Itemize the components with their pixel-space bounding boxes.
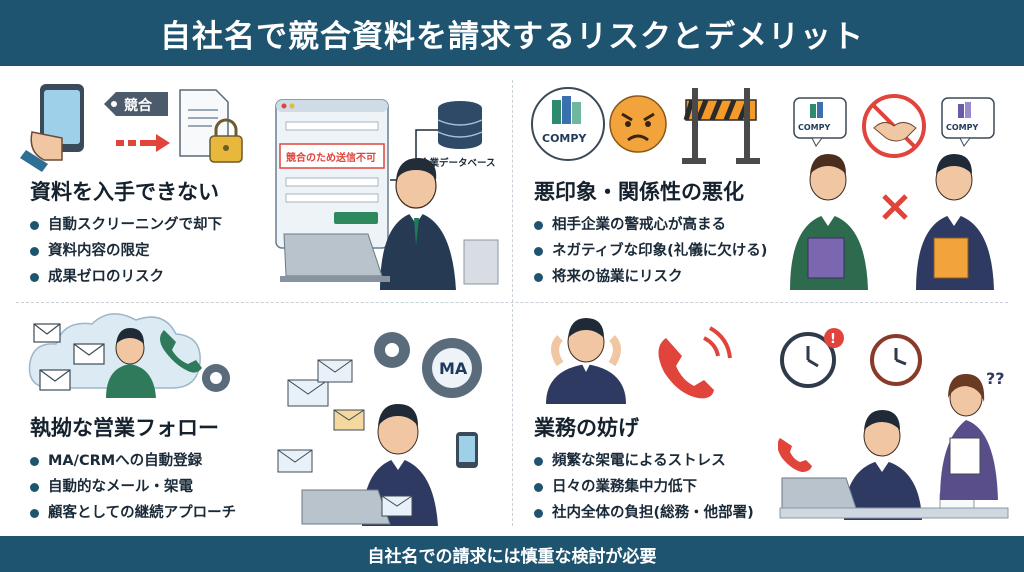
bullet-icon <box>534 508 543 518</box>
svg-text:MA: MA <box>439 359 468 378</box>
broken-handshake-illustration: COMPY COMPY <box>790 94 995 290</box>
bullet-icon <box>30 482 39 492</box>
ringing-phone-icon <box>778 438 812 472</box>
right-speech-bubble: COMPY <box>941 97 995 147</box>
cross-mark-icon <box>882 194 908 220</box>
list-item: 頻繁な架電によるストレス <box>534 448 754 474</box>
svg-text:競合: 競合 <box>124 97 153 114</box>
bullet-icon <box>534 482 543 492</box>
bullet-icon <box>534 220 543 230</box>
bullet-icon <box>534 246 543 256</box>
quadrant-work-disruption: ! ?? 業務の妨げ 頻繁な架電によるストレス 日々の業務集中力低下 <box>516 308 1012 532</box>
overwhelmed-ma-person-illustration: MA <box>277 332 482 526</box>
horizontal-divider <box>16 302 1008 303</box>
list-item: 自動的なメール・架電 <box>30 474 236 500</box>
quadrant-heading: 悪印象・関係性の悪化 <box>534 180 744 204</box>
form-window: 競合のため送信不可 <box>275 99 389 249</box>
list-item: 将来の協業にリスク <box>534 264 767 290</box>
bullet-icon <box>534 456 543 466</box>
compy-logo-icon: COMPY <box>531 87 605 161</box>
quadrant-heading: 資料を入手できない <box>30 180 219 204</box>
bullet-icon <box>30 272 39 282</box>
svg-text:競合のため送信不可: 競合のため送信不可 <box>286 151 376 164</box>
clock-icon: ! <box>780 328 844 388</box>
ma-gear-icon: MA <box>422 338 482 398</box>
footer-bar: 自社名での請求には慎重な検討が必要 <box>0 536 1024 572</box>
list-item: 社内全体の負担(総務・他部署) <box>534 500 754 526</box>
headache-person-icon <box>546 318 626 404</box>
arrow-icon <box>116 134 170 152</box>
list-item: MA/CRMへの自動登録 <box>30 448 236 474</box>
right-businessman <box>916 154 994 290</box>
brand-angry-barrier-illustration: COMPY <box>531 87 760 164</box>
quadrant-bad-impression: COMPY COMPY <box>516 72 1012 296</box>
confused-woman: ?? <box>940 369 1005 500</box>
quadrant-persistent-sales-followup: MA 執拗な営業フォロー MA/CRMへの自動登録 自動的なメール・架電 <box>12 308 508 532</box>
left-speech-bubble: COMPY <box>793 97 847 147</box>
envelope-stack-icon <box>277 359 365 473</box>
list-item: 資料内容の限定 <box>30 238 222 264</box>
mail-icon <box>33 323 105 391</box>
bullet-icon <box>30 246 39 256</box>
gear-icon <box>202 364 230 392</box>
office-phone-stress-illustration: ! ?? <box>778 328 1009 520</box>
quadrant-heading: 執拗な営業フォロー <box>30 416 219 440</box>
svg-text:企業データベース: 企業データベース <box>419 157 496 169</box>
reason-list: 頻繁な架電によるストレス 日々の業務集中力低下 社内全体の負担(総務・他部署) <box>534 448 754 526</box>
svg-text:!: ! <box>830 332 836 347</box>
list-item: 自動スクリーニングで却下 <box>30 212 222 238</box>
no-handshake-icon <box>862 94 926 158</box>
cloud-mail-person-illustration <box>28 313 230 398</box>
vertical-divider <box>512 80 513 526</box>
smartphone-icon <box>20 84 84 172</box>
headache-phone-illustration <box>546 318 732 404</box>
svg-text:??: ?? <box>986 369 1005 388</box>
svg-text:COMPY: COMPY <box>542 132 587 145</box>
list-item: ネガティブな印象(礼儀に欠ける) <box>534 238 767 264</box>
angry-face-icon <box>609 95 667 153</box>
quadrant-cannot-obtain-materials: 競合 競合のため送信不可 <box>12 72 508 296</box>
list-item: 顧客としての継続アプローチ <box>30 500 236 526</box>
quadrant-heading: 業務の妨げ <box>534 416 639 440</box>
phone-icon <box>160 330 202 373</box>
sales-person-icon <box>106 328 156 398</box>
database-icon: 企業データベース <box>419 101 496 169</box>
smartphone-tag-document-illustration: 競合 <box>20 84 243 172</box>
cloud-shape <box>28 313 201 389</box>
list-item: 相手企業の警戒心が高まる <box>534 212 767 238</box>
gear-icon <box>374 332 410 368</box>
businessman-at-laptop <box>280 158 499 290</box>
reason-list: 自動スクリーニングで却下 資料内容の限定 成果ゼロのリスク <box>30 212 222 290</box>
lock-icon <box>209 118 243 163</box>
barrier-icon <box>682 88 760 164</box>
svg-text:COMPY: COMPY <box>798 123 830 132</box>
bullet-icon <box>30 456 39 466</box>
list-item: 成果ゼロのリスク <box>30 264 222 290</box>
page-title: 自社名で競合資料を請求するリスクとデメリット <box>160 18 864 55</box>
bullet-icon <box>30 220 39 230</box>
reason-list: MA/CRMへの自動登録 自動的なメール・架電 顧客としての継続アプローチ <box>30 448 236 526</box>
ringing-phone-icon <box>658 326 732 399</box>
list-item: 日々の業務集中力低下 <box>534 474 754 500</box>
bullet-icon <box>30 508 39 518</box>
footer-message: 自社名での請求には慎重な検討が必要 <box>367 546 657 567</box>
stressed-businessman <box>301 404 478 526</box>
reason-list: 相手企業の警戒心が高まる ネガティブな印象(礼儀に欠ける) 将来の協業にリスク <box>534 212 767 290</box>
title-bar: 自社名で競合資料を請求するリスクとデメリット <box>0 0 1024 66</box>
competitor-tag-icon: 競合 <box>104 92 168 116</box>
stressed-phone-man <box>779 410 1009 520</box>
blocked-form-person-illustration: 競合のため送信不可 企業データベース <box>275 99 499 290</box>
left-businessman <box>790 154 868 290</box>
clock-icon <box>870 334 922 386</box>
bullet-icon <box>534 272 543 282</box>
svg-text:COMPY: COMPY <box>946 123 978 132</box>
